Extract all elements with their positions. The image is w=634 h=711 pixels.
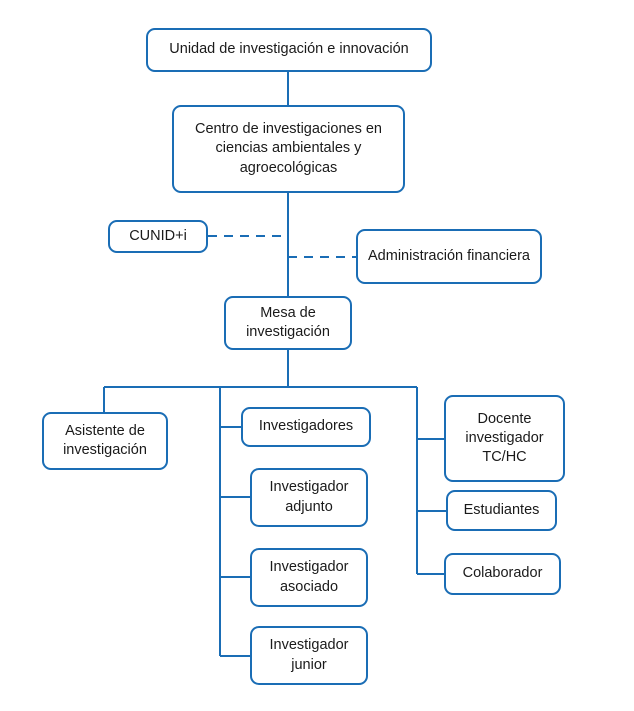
node-label: Mesa de investigación — [246, 304, 330, 340]
node-asistente-investigacion[interactable]: Asistente de investigación — [42, 412, 168, 470]
node-mesa-investigacion[interactable]: Mesa de investigación — [224, 296, 352, 350]
node-label: Colaborador — [462, 565, 543, 582]
node-label: Estudiantes — [463, 501, 540, 518]
node-label: Administración financiera — [368, 247, 530, 264]
node-label: Investigador asociado — [269, 559, 349, 595]
node-unidad-investigacion-innovacion[interactable]: Unidad de investigación e innovación — [146, 28, 432, 72]
node-administracion-financiera[interactable]: Administración financiera — [356, 229, 542, 284]
node-label: Asistente de investigación — [63, 422, 147, 458]
node-investigador-adjunto[interactable]: Investigador adjunto — [250, 468, 368, 527]
node-label: Docente investigador TC/HC — [465, 410, 544, 466]
node-label: CUNID+i — [129, 227, 187, 244]
node-centro-investigaciones[interactable]: Centro de investigaciones en ciencias am… — [172, 105, 405, 193]
node-estudiantes[interactable]: Estudiantes — [446, 490, 557, 531]
node-label: Centro de investigaciones en ciencias am… — [194, 121, 382, 176]
node-investigador-asociado[interactable]: Investigador asociado — [250, 548, 368, 607]
node-investigadores[interactable]: Investigadores — [241, 407, 371, 447]
node-label: Unidad de investigación e innovación — [169, 41, 409, 58]
node-label: Investigadores — [258, 418, 354, 435]
node-colaborador[interactable]: Colaborador — [444, 553, 561, 595]
node-cunid-i[interactable]: CUNID+i — [108, 220, 208, 253]
node-label: Investigador junior — [269, 637, 349, 673]
node-docente-investigador[interactable]: Docente investigador TC/HC — [444, 395, 565, 482]
node-investigador-junior[interactable]: Investigador junior — [250, 626, 368, 685]
node-label: Investigador adjunto — [269, 479, 349, 515]
